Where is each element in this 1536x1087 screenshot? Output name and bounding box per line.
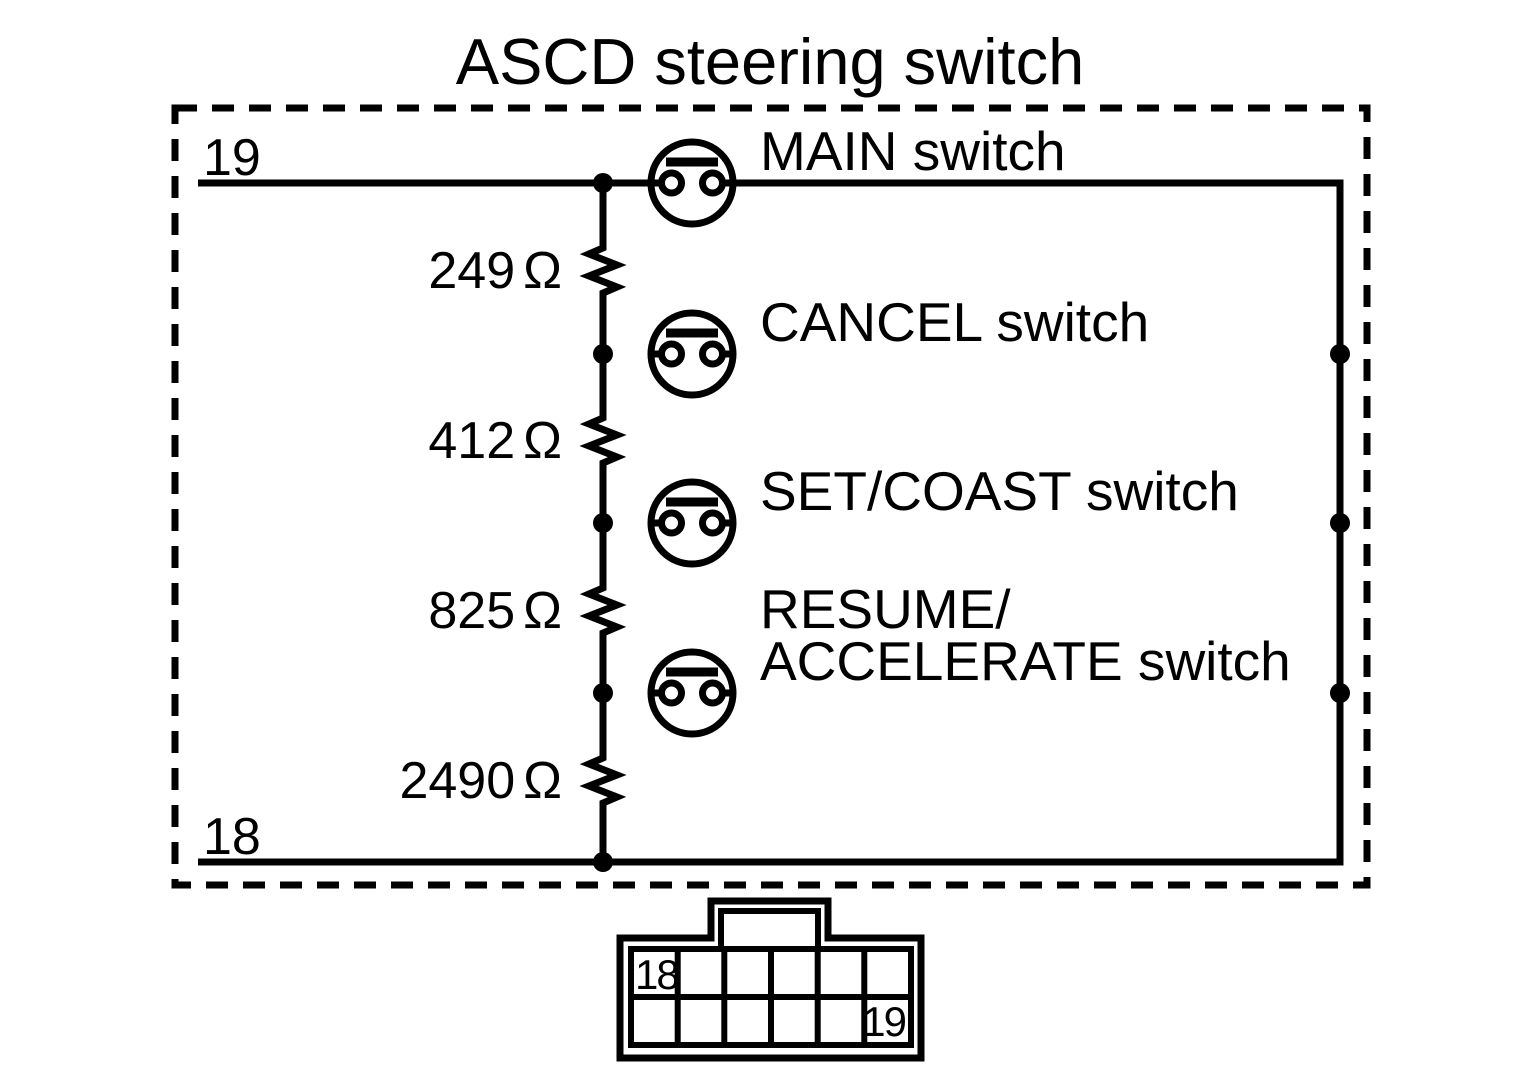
switch-contact-right: [699, 679, 726, 707]
junction-dot: [593, 683, 613, 703]
connector-pin-18: 18: [635, 951, 678, 998]
switch-contact-right: [699, 509, 726, 537]
connector-tab: [718, 908, 821, 952]
ohm-symbol: Ω: [523, 582, 562, 640]
connector-diagram: 18 19: [616, 897, 925, 1062]
switch-contact-right: [699, 169, 726, 197]
switch-contact-right: [699, 340, 726, 368]
resume-accelerate-switch-label-line2: ACCELERATE switch: [760, 630, 1291, 692]
switch-contact-left: [658, 679, 685, 707]
switch-contact-left: [658, 509, 685, 537]
ohm-symbol: Ω: [523, 412, 562, 470]
junction-dot: [593, 173, 613, 193]
junction-dot: [593, 513, 613, 533]
switch-symbol-set-coast: [647, 478, 737, 568]
terminal-19-label: 19: [203, 129, 261, 187]
connector-pin-19: 19: [862, 998, 905, 1045]
set-coast-switch-label: SET/COAST switch: [760, 460, 1239, 522]
junction-dot: [1330, 513, 1350, 533]
main-wire-loop: [198, 179, 1344, 866]
cancel-switch-label: CANCEL switch: [760, 291, 1149, 353]
switch-contact-left: [658, 340, 685, 368]
junction-dot: [593, 852, 613, 872]
switch-symbol-cancel: [647, 309, 737, 399]
junction-dot: [1330, 344, 1350, 364]
resistor-value: 412: [428, 412, 515, 470]
junction-dot: [1330, 683, 1350, 703]
ohm-symbol: Ω: [523, 242, 562, 300]
resume-accelerate-switch-label-line1: RESUME/: [760, 578, 1011, 640]
terminal-18-label: 18: [203, 808, 261, 866]
switch-contact-left: [658, 169, 685, 197]
switch-symbol-main: [647, 138, 737, 228]
main-switch-label: MAIN switch: [760, 120, 1066, 182]
switch-symbol-resume-accelerate: [647, 648, 737, 738]
resistor-value: 249: [428, 242, 515, 300]
diagram-title: ASCD steering switch: [456, 25, 1085, 98]
resistor-value: 825: [428, 582, 515, 640]
ohm-symbol: Ω: [523, 752, 562, 810]
junction-dot: [593, 344, 613, 364]
resistor-value: 2490: [399, 752, 515, 810]
component-boundary: [171, 104, 1371, 889]
